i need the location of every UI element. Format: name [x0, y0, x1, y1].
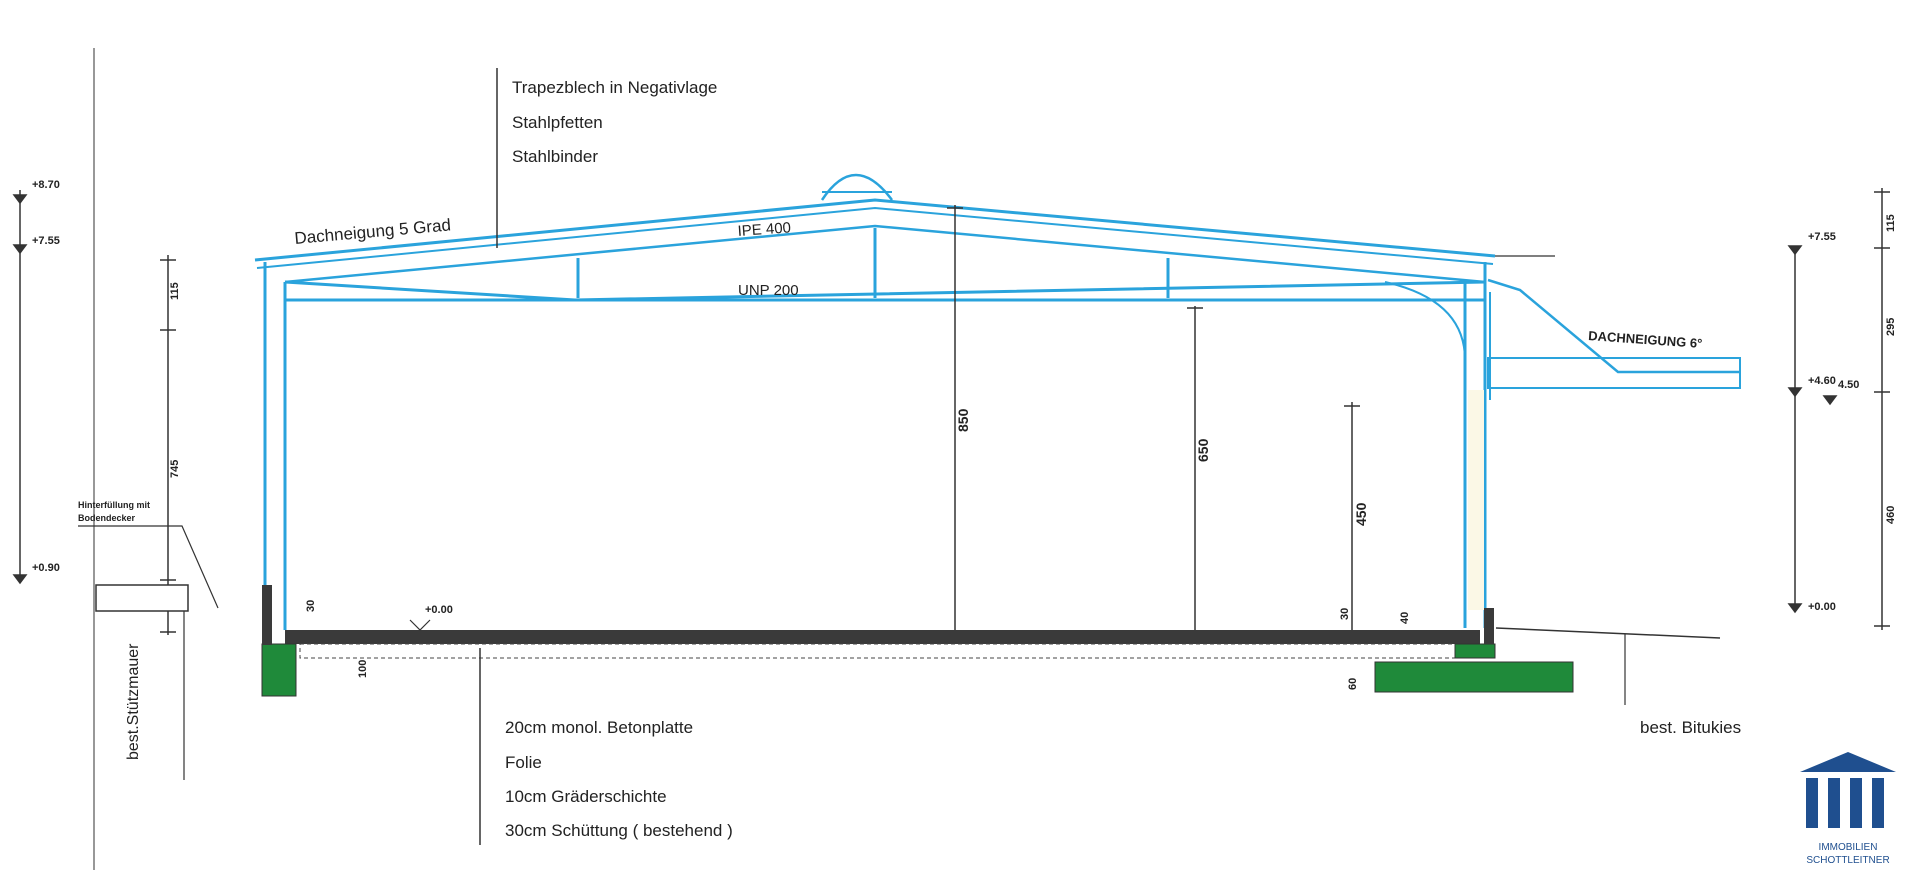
logo-pillar-1 — [1806, 778, 1818, 828]
level-left-eave: +7.55 — [32, 235, 60, 247]
logo-pillar-3 — [1850, 778, 1862, 828]
logo-pillar-2 — [1828, 778, 1840, 828]
roof-layer-1: Trapezblech in Negativlage — [512, 78, 717, 97]
right-wall-infill — [1468, 390, 1484, 610]
dim-left-745: 745 — [169, 460, 181, 478]
retaining-wall — [95, 584, 189, 612]
backfill-label-2: Bodendecker — [78, 513, 136, 523]
right-foundation-small — [1454, 643, 1496, 659]
right-level-scale — [1787, 188, 1890, 630]
roof-layer-2: Stahlpfetten — [512, 113, 603, 132]
dim-base-100: 100 — [357, 660, 369, 678]
gravel-layer — [299, 643, 1481, 659]
dim-right-chain-115: 115 — [1885, 214, 1897, 232]
beam-top-label: IPE 400 — [737, 219, 791, 240]
dim-right-40: 40 — [1399, 612, 1411, 624]
right-plinth — [1484, 608, 1494, 644]
interior-dimensions — [947, 205, 1360, 630]
right-ground-line — [1495, 627, 1721, 639]
roof-layer-3: Stahlbinder — [512, 147, 598, 166]
dim-650: 650 — [1195, 438, 1211, 462]
floor-layer-4: 30cm Schüttung ( bestehend ) — [505, 821, 733, 840]
gravel-label: best. Bitukies — [1640, 718, 1741, 737]
floor-layer-2: Folie — [505, 753, 542, 772]
retaining-wall-label: best.Stützmauer — [125, 643, 142, 760]
dim-right-chain-295: 295 — [1885, 318, 1897, 336]
canopy-pitch-label: DACHNEIGUNG 6° — [1588, 328, 1703, 351]
left-plinth — [262, 585, 272, 645]
level-right-eave: +7.55 — [1808, 231, 1836, 243]
floor-level-mark — [409, 619, 431, 631]
backfill-leader — [78, 525, 219, 609]
left-level-scale — [12, 190, 28, 585]
floor-level: +0.00 — [425, 604, 453, 616]
logo-roof-icon — [1800, 752, 1896, 772]
dim-left-115: 115 — [169, 282, 181, 300]
beam-bottom-label: UNP 200 — [738, 282, 799, 299]
dim-base-30: 30 — [305, 600, 317, 612]
floor-slab — [285, 630, 1480, 644]
right-foundation — [1374, 661, 1574, 693]
backfill-label-1: Hinterfüllung mit — [78, 500, 150, 510]
level-left-top: +8.70 — [32, 179, 60, 191]
level-right-450: 4.50 — [1838, 379, 1859, 391]
logo-text-1: IMMOBILIEN — [1819, 842, 1878, 853]
dim-450: 450 — [1353, 502, 1369, 526]
level-right-canopy: +4.60 — [1808, 375, 1836, 387]
dim-850: 850 — [955, 408, 971, 432]
floor-layer-1: 20cm monol. Betonplatte — [505, 718, 693, 737]
floor-layer-3: 10cm Gräderschichte — [505, 787, 667, 806]
level-right-ground: +0.00 — [1808, 601, 1836, 613]
steel-frame — [254, 173, 1741, 630]
left-dimension-chain — [160, 255, 176, 635]
level-left-ground: +0.90 — [32, 562, 60, 574]
logo-text-2: SCHOTTLEITNER — [1806, 855, 1889, 866]
dim-right-chain-460: 460 — [1885, 506, 1897, 524]
left-foundation — [261, 643, 297, 697]
logo-pillar-4 — [1872, 778, 1884, 828]
dim-right-30: 30 — [1339, 608, 1351, 620]
dim-right-60: 60 — [1347, 678, 1359, 690]
company-logo: IMMOBILIEN SCHOTTLEITNER — [1800, 752, 1896, 866]
